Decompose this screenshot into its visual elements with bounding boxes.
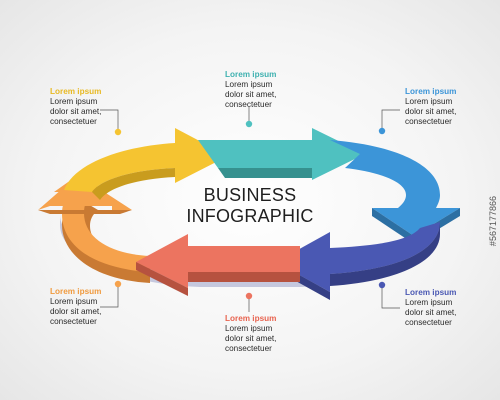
connector-dot-bottom-center xyxy=(245,292,253,300)
label-bottom-center-title: Lorem ipsum xyxy=(225,314,277,323)
label-top-right-title: Lorem ipsum xyxy=(405,87,457,96)
label-bottom-left-line3: consectetuer xyxy=(50,317,97,326)
label-top-left-line3: consectetuer xyxy=(50,117,97,126)
label-bottom-left: Lorem ipsum Lorem ipsum dolor sit amet, … xyxy=(50,287,101,327)
label-top-left-line2: dolor sit amet, xyxy=(50,107,102,116)
label-top-center-line1: Lorem ipsum xyxy=(225,80,273,89)
label-bottom-right-title: Lorem ipsum xyxy=(405,288,457,297)
connectors xyxy=(100,107,400,312)
label-top-left-title: Lorem ipsum xyxy=(50,87,102,96)
segment-orange xyxy=(38,175,150,283)
label-top-right-line3: consectetuer xyxy=(405,117,452,126)
label-top-left-line1: Lorem ipsum xyxy=(50,97,98,106)
center-title-line2: INFOGRAPHIC xyxy=(186,206,314,226)
label-bottom-left-title: Lorem ipsum xyxy=(50,287,102,296)
label-bottom-center: Lorem ipsum Lorem ipsum dolor sit amet, … xyxy=(225,314,276,354)
segment-yellow xyxy=(64,128,228,200)
stock-watermark: #567177866 xyxy=(488,196,498,247)
segment-salmon xyxy=(136,234,300,296)
label-top-right-line1: Lorem ipsum xyxy=(405,97,453,106)
label-top-right: Lorem ipsum Lorem ipsum dolor sit amet, … xyxy=(405,87,456,127)
center-title-line1: BUSINESS xyxy=(203,185,297,205)
label-top-right-line2: dolor sit amet, xyxy=(405,107,457,116)
connector-dot-top-right xyxy=(378,127,386,135)
connector-dot-top-center xyxy=(245,120,253,128)
label-bottom-center-line3: consectetuer xyxy=(225,344,272,353)
label-bottom-left-line2: dolor sit amet, xyxy=(50,307,102,316)
label-top-left: Lorem ipsum Lorem ipsum dolor sit amet, … xyxy=(50,87,101,127)
center-title: BUSINESS INFOGRAPHIC xyxy=(170,185,330,227)
label-bottom-right: Lorem ipsum Lorem ipsum dolor sit amet, … xyxy=(405,288,456,328)
label-bottom-center-line1: Lorem ipsum xyxy=(225,324,273,333)
label-top-center: Lorem ipsum Lorem ipsum dolor sit amet, … xyxy=(225,70,276,110)
label-bottom-right-line1: Lorem ipsum xyxy=(405,298,453,307)
connector-dot-bottom-right xyxy=(378,281,386,289)
segment-teal xyxy=(198,128,365,180)
connector-dot-top-left xyxy=(114,128,122,136)
label-top-center-line2: dolor sit amet, xyxy=(225,90,277,99)
label-bottom-left-line1: Lorem ipsum xyxy=(50,297,98,306)
label-bottom-right-line2: dolor sit amet, xyxy=(405,308,457,317)
connector-dot-bottom-left xyxy=(114,280,122,288)
label-bottom-center-line2: dolor sit amet, xyxy=(225,334,277,343)
label-top-center-line3: consectetuer xyxy=(225,100,272,109)
label-bottom-right-line3: consectetuer xyxy=(405,318,452,327)
label-top-center-title: Lorem ipsum xyxy=(225,70,277,79)
